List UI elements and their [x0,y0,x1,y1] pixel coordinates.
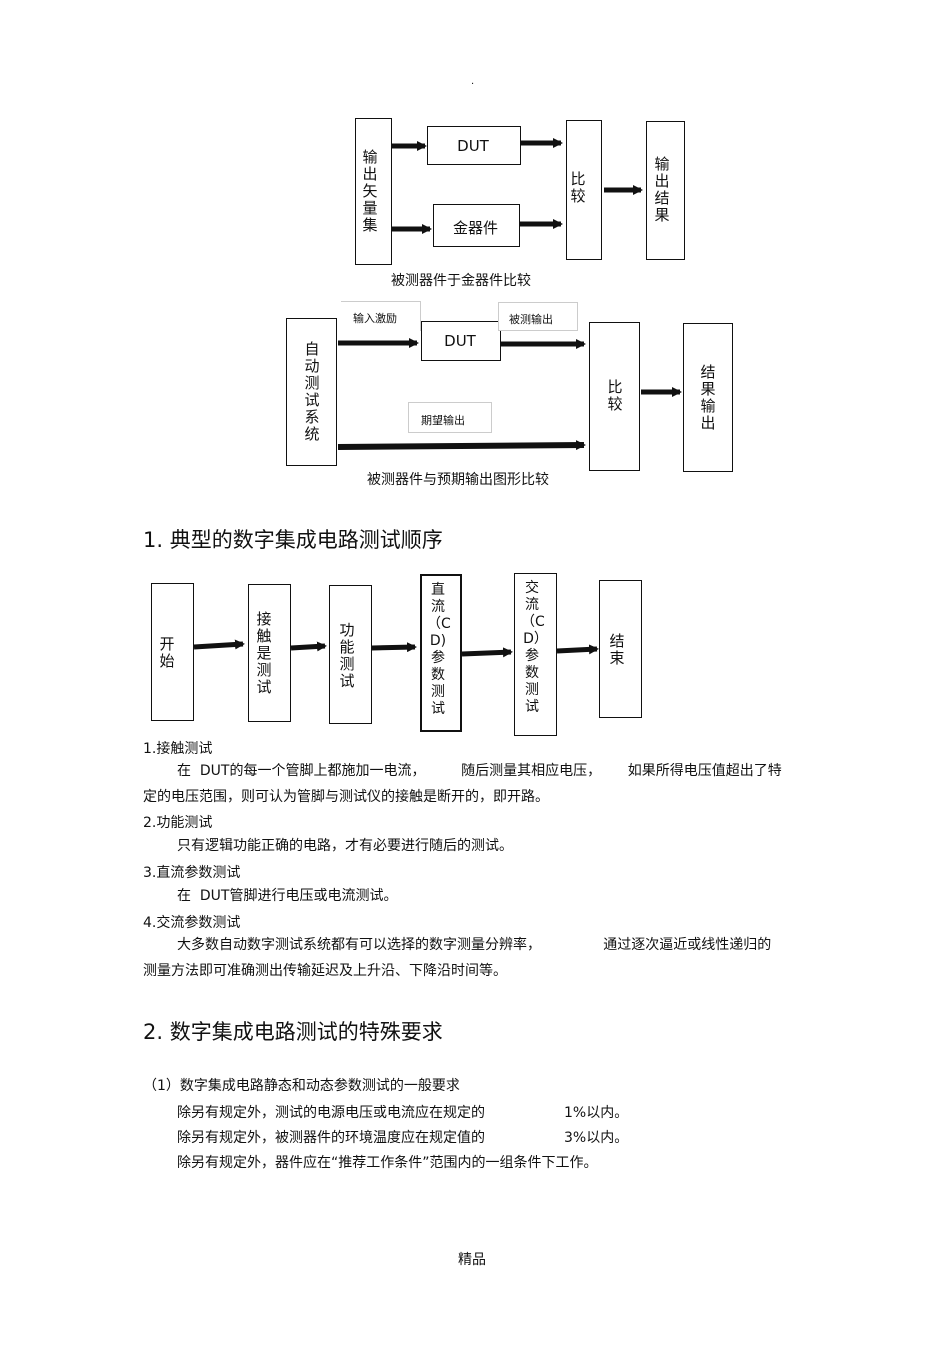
flow-box-dc: 直流（CD)参数测试 [420,574,462,732]
d2-expected-tag: 期望输出 [408,402,492,433]
top-dot: . [471,76,475,87]
d2-dut-label: DUT [444,332,476,350]
item1-title: 1.接触测试 [143,741,213,757]
flow-box-contact: 接触是测试 [248,584,291,722]
d2-compare-box: 比较 [589,322,640,471]
footer-label: 精品 [458,1252,486,1268]
d1-output-vectors-box: 输出矢量集 [355,118,392,265]
flow-box-ac: 交流（CD）参数测试 [514,573,557,736]
req1-value: 1%以内。 [564,1105,629,1121]
d2-compare-label: 比较 [607,378,623,413]
arrow-flow-4 [461,647,513,658]
arrow-flow-2 [290,641,327,652]
item3-title: 3.直流参数测试 [143,865,241,881]
d2-dut-output-tag: 被测输出 [498,302,578,331]
flow-label-contact: 接触是测试 [256,610,272,696]
d2-result-box: 结果输出 [683,323,733,472]
d2-input-stim-label: 输入激励 [353,312,397,325]
flow-label-dc: 直流（CD)参数测试 [427,582,451,717]
req2-value: 3%以内。 [564,1130,629,1146]
flow-label-functional: 功能测试 [339,621,355,690]
item2-line1: 只有逻辑功能正确的电路，才有必要进行随后的测试。 [177,838,513,854]
item2-title: 2.功能测试 [143,815,213,831]
d1-caption: 被测器件于金器件比较 [391,273,531,289]
flow-box-start: 开始 [151,583,194,721]
d2-ate-box: 自动测试系统 [286,318,337,466]
arrow-flow-3 [371,642,417,653]
section1-heading: 1. 典型的数字集成电路测试顺序 [143,528,443,552]
d2-dut-output-label: 被测输出 [509,313,553,326]
flow-box-functional: 功能测试 [329,585,372,724]
d1-golden-label: 金器件 [452,219,498,237]
d1-golden-box: 金器件 [433,204,520,247]
flow-label-start: 开始 [159,635,175,670]
d1-dut-box: DUT [427,126,521,165]
d1-dut-label: DUT [457,137,489,155]
d1-result-label: 输出结果 [654,155,670,224]
section2-heading: 2. 数字集成电路测试的特殊要求 [143,1020,443,1044]
d1-output-vectors-label: 输出矢量集 [362,148,378,234]
req3-text: 除另有规定外，器件应在“推荐工作条件”范围内的一组条件下工作。 [177,1155,598,1171]
arrow-flow-1 [193,639,245,650]
d1-compare-label: 比较 [570,170,586,205]
item3-line1: 在 DUT管脚进行电压或电流测试。 [177,888,398,904]
flow-label-ac: 交流（CD）参数测试 [521,580,545,715]
d1-result-box: 输出结果 [646,121,685,260]
arrow-flow-5 [556,644,599,655]
item1-line1: 在 DUT的每一个管脚上都施加一电流， 随后测量其相应电压， 如果所得电压值超出… [177,763,782,779]
item1-line2: 定的电压范围，则可认为管脚与测试仪的接触是断开的，即开路。 [143,789,549,805]
d1-compare-box: 比较 [566,120,602,260]
section2-sub: （1）数字集成电路静态和动态参数测试的一般要求 [143,1078,460,1094]
d2-caption: 被测器件与预期输出图形比较 [367,472,549,488]
flow-label-end: 结束 [609,632,625,667]
d2-ate-label: 自动测试系统 [304,340,320,443]
arrow-d2-ate-compare [337,440,586,451]
item4-line1: 大多数自动数字测试系统都有可以选择的数字测量分辨率， 通过逐次逼近或线性递归的 [177,937,772,953]
d2-dut-box: DUT [421,321,501,361]
req2-text: 除另有规定外，被测器件的环境温度应在规定值的 [177,1130,485,1146]
d2-expected-label: 期望输出 [421,414,465,427]
flow-box-end: 结束 [599,580,642,718]
req1-text: 除另有规定外，测试的电源电压或电流应在规定的 [177,1105,485,1121]
item4-line2: 测量方法即可准确测出传输延迟及上升沿、下降沿时间等。 [143,963,507,979]
item4-title: 4.交流参数测试 [143,915,241,931]
d2-input-stim-tag: 输入激励 [341,301,421,331]
d2-result-label: 结果输出 [700,363,716,432]
